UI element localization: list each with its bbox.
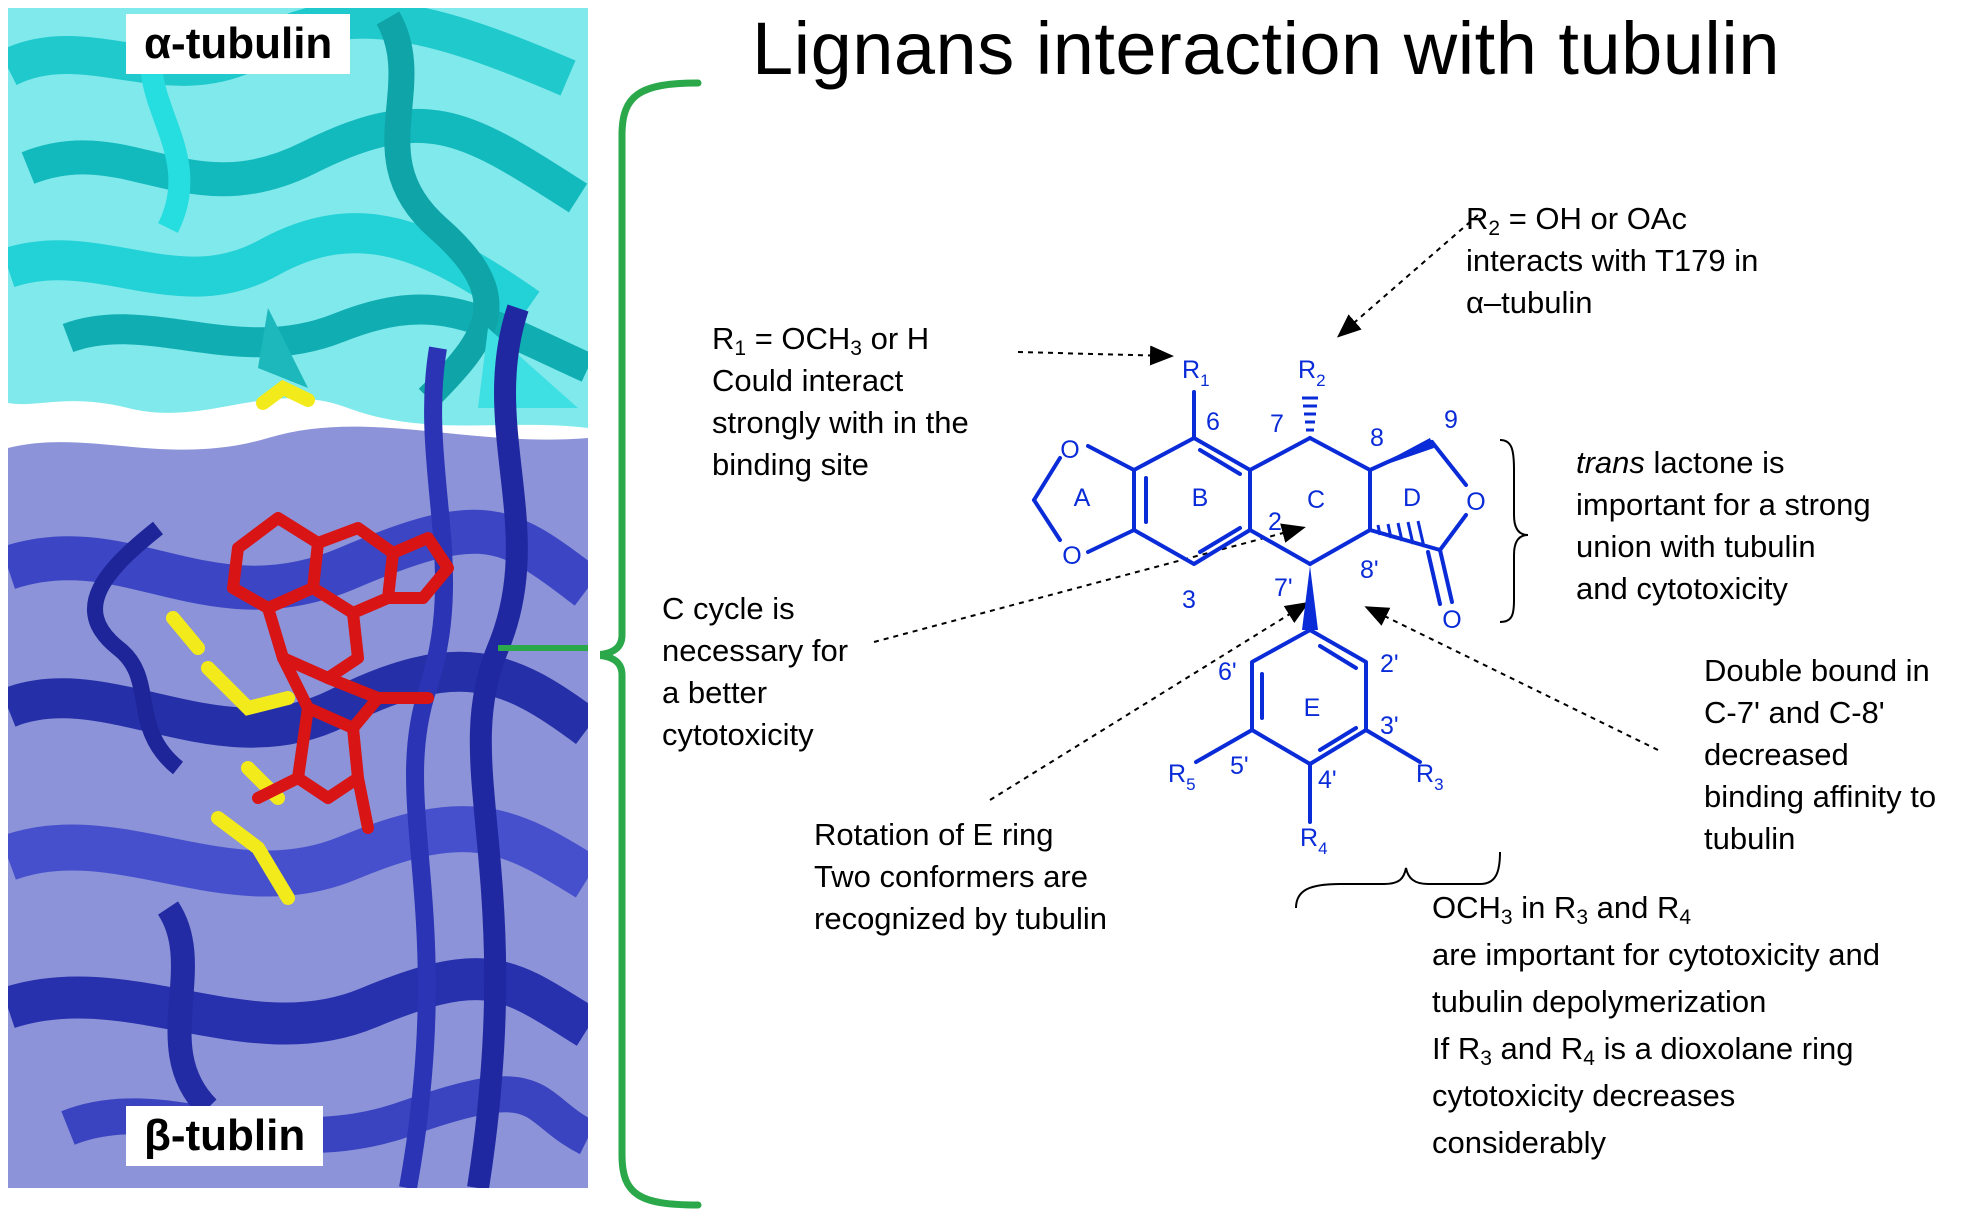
rotation-line-3: recognized by tubulin [814, 901, 1107, 936]
c-cycle-annotation: C cycle is necessary for a better cytoto… [662, 588, 848, 756]
trans-note-line-3: and cytotoxicity [1576, 571, 1788, 606]
binding-residues [166, 379, 315, 905]
substituent-r1: R1 [1182, 356, 1210, 390]
c-cycle-line-2: necessary for [662, 633, 849, 668]
beta-tubulin-label: β-tublin [126, 1106, 324, 1166]
double-bond-line-3: decreased [1704, 737, 1849, 772]
rotation-line-1: Rotation of E ring [814, 817, 1054, 852]
ring-c-label: C [1307, 486, 1325, 514]
pos-2-label: 2 [1268, 508, 1282, 536]
och3-l1-a: OCH [1432, 890, 1501, 925]
och3-l1-b: in R [1512, 890, 1577, 925]
och3-l4-b: and R [1491, 1031, 1584, 1066]
pos-6-label: 6 [1206, 408, 1220, 436]
rotation-line-2: Two conformers are [814, 859, 1088, 894]
pos-4p-label: 4' [1318, 766, 1337, 794]
och3-l4-a: If R [1432, 1031, 1481, 1066]
r2-note-line-2: α–tubulin [1466, 285, 1593, 320]
ring-a-label: A [1074, 484, 1091, 512]
lignan-ligand [227, 512, 454, 834]
pos-3-label: 3 [1182, 586, 1196, 614]
trans-note-line-1: important for a strong [1576, 487, 1871, 522]
double-bond-arrow [1364, 606, 1659, 751]
pos-6p-label: 6' [1218, 658, 1237, 686]
r1-note-rest: or H [861, 321, 930, 356]
och3-annotation: OCH3 in R3 and R4 are important for cyto… [1432, 884, 1880, 1166]
c-cycle-line-3: a better [662, 675, 768, 710]
r2-note-symbol: R [1466, 201, 1489, 236]
molecule-bonds [1032, 390, 1468, 824]
pos-8p-label: 8' [1360, 556, 1379, 584]
pos-7-label: 7 [1270, 410, 1284, 438]
pos-9-label: 9 [1444, 406, 1458, 434]
double-bond-line-1: Double bound in [1704, 653, 1930, 688]
r1-note-line-1: Could interact [712, 363, 904, 398]
e-ring-brace [1295, 851, 1501, 909]
r1-note-equals: = OCH [746, 321, 851, 356]
r1-note-subscript: 1 [734, 337, 747, 360]
och3-line-2: are important for cytotoxicity and [1432, 937, 1880, 972]
double-bond-line-2: C-7' and C-8' [1704, 695, 1885, 730]
diagram-title: Lignans interaction with tubulin [752, 7, 1780, 90]
trans-word: trans [1576, 445, 1645, 480]
r2-note-subscript: 2 [1488, 217, 1501, 240]
c-cycle-arrow [873, 523, 1306, 643]
tubulin-structure-image: α-tubulin β-tublin [8, 8, 588, 1188]
green-bracket [600, 79, 702, 1209]
och3-l1-a-sub: 3 [1500, 906, 1513, 929]
lactone-bracket [1499, 439, 1529, 623]
double-bond-line-4: binding affinity to [1704, 779, 1937, 814]
och3-l4-a-sub: 3 [1480, 1047, 1492, 1070]
double-bond-annotation: Double bound in C-7' and C-8' decreased … [1704, 650, 1936, 860]
c-cycle-line-1: C cycle is [662, 591, 795, 626]
och3-line-5: cytotoxicity decreases [1432, 1078, 1736, 1113]
substituent-r2: R2 [1298, 356, 1326, 390]
substituent-r3: R3 [1416, 760, 1444, 794]
r1-note-line-2: strongly with in the [712, 405, 969, 440]
trans-lactone-annotation: trans lactone is important for a strong … [1576, 442, 1871, 610]
c-cycle-line-4: cytotoxicity [662, 717, 814, 752]
pos-2p-label: 2' [1380, 650, 1399, 678]
alpha-tubulin-label: α-tubulin [126, 14, 351, 74]
atom-o-top: O [1060, 436, 1079, 464]
atom-o-bottom: O [1062, 542, 1081, 570]
r1-annotation: R1 = OCH3 or H Could interact strongly w… [712, 318, 969, 486]
molecule-labels: O O O O A B C D E 2 3 6 7 8 9 7' 8' 2' 3… [1060, 356, 1485, 858]
ring-e-label: E [1304, 694, 1321, 722]
rotation-arrow [989, 601, 1310, 801]
r1-note-symbol: R [712, 321, 735, 356]
r1-arrow [1017, 345, 1174, 366]
ring-b-label: B [1192, 484, 1209, 512]
trans-note-line-2: union with tubulin [1576, 529, 1816, 564]
pos-3p-label: 3' [1380, 712, 1399, 740]
annotation-arrows [873, 214, 1659, 801]
r2-annotation: R2 = OH or OAc interacts with T179 in α–… [1466, 198, 1758, 324]
r2-arrow [1336, 214, 1479, 338]
pos-7p-label: 7' [1274, 574, 1293, 602]
stereo-bonds [1302, 396, 1434, 630]
r2-note-line-1: interacts with T179 in [1466, 243, 1759, 278]
och3-l1-c: and R [1588, 890, 1680, 925]
och3-l4-c: is a dioxolane ring [1594, 1031, 1854, 1066]
och3-l1-c-sub: 4 [1679, 906, 1692, 929]
rotation-annotation: Rotation of E ring Two conformers are re… [814, 814, 1107, 940]
r1-note-subscript-3: 3 [850, 337, 862, 360]
r1-note-line-3: binding site [712, 447, 869, 482]
pos-8-label: 8 [1370, 424, 1384, 452]
substituent-r4: R4 [1300, 824, 1328, 858]
trans-first-line-rest: lactone is [1644, 445, 1785, 480]
substituent-r5: R5 [1168, 760, 1196, 794]
r2-note-equals: = OH or OAc [1500, 201, 1687, 236]
double-bond-line-5: tubulin [1704, 821, 1796, 856]
pos-5p-label: 5' [1230, 752, 1249, 780]
och3-line-3: tubulin depolymerization [1432, 984, 1767, 1019]
atom-o-lactone: O [1466, 488, 1485, 516]
ring-d-label: D [1403, 484, 1421, 512]
och3-l1-b-sub: 3 [1576, 906, 1589, 929]
och3-line-6: considerably [1432, 1125, 1607, 1160]
och3-l4-b-sub: 4 [1583, 1047, 1595, 1070]
atom-o-carbonyl: O [1442, 606, 1461, 634]
